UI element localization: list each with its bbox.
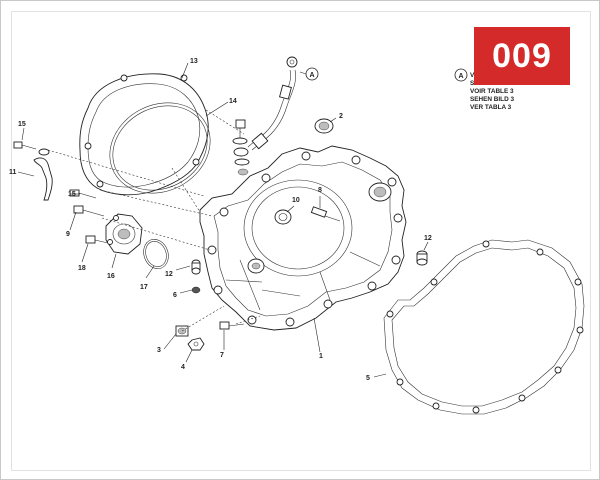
callout-2: 2 bbox=[339, 113, 343, 120]
bolt-18 bbox=[85, 235, 109, 244]
bolt-7 bbox=[219, 321, 245, 330]
callout-13: 13 bbox=[190, 58, 198, 65]
oil-seal-10 bbox=[274, 209, 292, 225]
callout-15-upper: 15 bbox=[18, 121, 26, 128]
dowel-12-right bbox=[416, 250, 428, 266]
callout-8: 8 bbox=[318, 187, 322, 194]
screw-6 bbox=[191, 286, 201, 294]
callout-16: 16 bbox=[107, 273, 115, 280]
outer-cover-13 bbox=[79, 73, 209, 196]
callout-1: 1 bbox=[319, 353, 323, 360]
filter-cover-16 bbox=[105, 213, 143, 255]
plug-2 bbox=[314, 118, 334, 134]
note-line-1: V bbox=[470, 72, 475, 79]
leader-lines bbox=[17, 62, 429, 378]
inner-border bbox=[11, 11, 591, 471]
note-block: A V S VOIR TABLE 3 SEHEN BILD 3 VER TABL… bbox=[454, 68, 514, 111]
callout-7: 7 bbox=[220, 352, 224, 359]
hose-ref-letter: A bbox=[310, 72, 315, 79]
callout-14: 14 bbox=[229, 98, 237, 105]
callout-10: 10 bbox=[292, 197, 300, 204]
banjo-fittings bbox=[232, 119, 250, 176]
bolt-8 bbox=[310, 206, 341, 222]
oil-hose bbox=[247, 56, 298, 151]
note-line-2: S bbox=[470, 80, 475, 87]
note-line-5: VER TABLA 3 bbox=[470, 104, 512, 111]
note-marker: A bbox=[459, 73, 464, 80]
bracket-11 bbox=[33, 148, 53, 201]
o-ring-14 bbox=[109, 102, 211, 194]
dowel-12-left bbox=[191, 259, 201, 275]
callout-4: 4 bbox=[181, 364, 185, 371]
bolt-9 bbox=[73, 205, 105, 217]
note-line-4: SEHEN BILD 3 bbox=[470, 96, 514, 103]
callout-6: 6 bbox=[173, 292, 177, 299]
callout-18: 18 bbox=[78, 265, 86, 272]
bolt-15-lower bbox=[69, 189, 97, 199]
callout-11: 11 bbox=[9, 169, 17, 176]
nut-4 bbox=[187, 337, 205, 351]
hose-ref-marker: A bbox=[305, 67, 319, 81]
callout-9: 9 bbox=[66, 231, 70, 238]
callout-15-lower: 15 bbox=[68, 191, 76, 198]
page-number-badge: 009 bbox=[474, 27, 570, 85]
callout-12-left: 12 bbox=[165, 271, 173, 278]
callout-17: 17 bbox=[140, 284, 148, 291]
bolt-15-upper bbox=[13, 141, 37, 150]
callout-5: 5 bbox=[366, 375, 370, 382]
o-ring-17 bbox=[143, 239, 169, 269]
callout-12-right: 12 bbox=[424, 235, 432, 242]
note-line-3: VOIR TABLE 3 bbox=[470, 88, 514, 95]
crankcase-cover-1 bbox=[199, 145, 407, 331]
gasket-5 bbox=[383, 239, 585, 415]
callout-labels: 1 2 3 4 5 6 7 8 9 10 11 12 12 13 14 15 1… bbox=[9, 58, 432, 382]
callout-3: 3 bbox=[157, 347, 161, 354]
